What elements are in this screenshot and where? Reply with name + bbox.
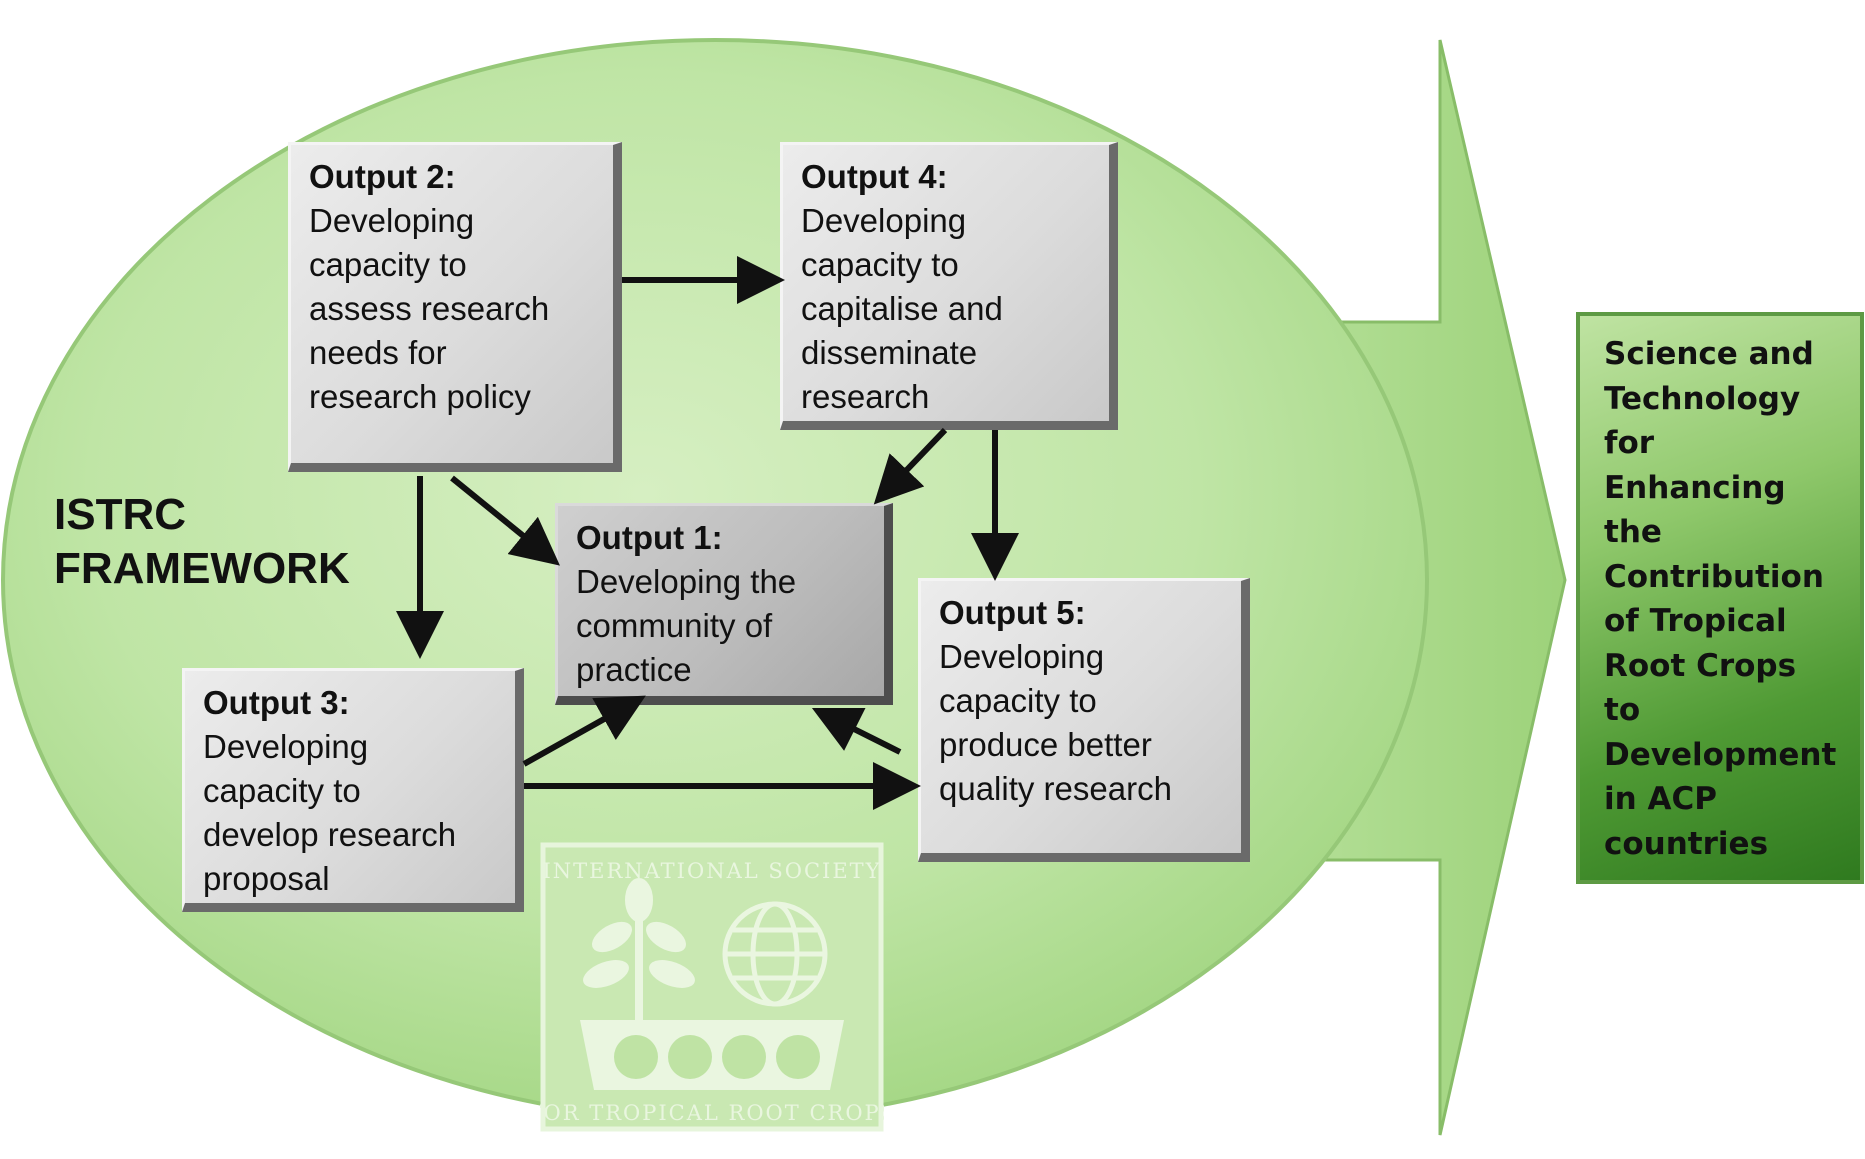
svg-text:FOR TROPICAL ROOT CROPS: FOR TROPICAL ROOT CROPS [540,1101,884,1125]
globe-icon [722,901,828,1007]
output-5-text: Developing capacity to produce better qu… [939,638,1172,807]
framework-label-line1: ISTRC [54,490,186,539]
svg-text:INTERNATIONAL SOCIETY: INTERNATIONAL SOCIETY [542,859,881,883]
output-3-box: Output 3: Developing capacity to develop… [182,668,524,912]
output-3-heading: Output 3: [203,684,350,721]
output-1-text: Developing the community of practice [576,563,797,688]
framework-label: ISTRC FRAMEWORK [54,488,350,596]
output-2-heading: Output 2: [309,158,456,195]
framework-label-line2: FRAMEWORK [54,544,350,593]
istrc-logo: INTERNATIONAL SOCIETY FOR TROPICAL ROOT … [540,842,884,1132]
output-4-box: Output 4: Developing capacity to capital… [780,142,1118,430]
output-5-heading: Output 5: [939,594,1086,631]
output-2-box: Output 2: Developing capacity to assess … [288,142,622,472]
goal-box: Science and Technology for Enhancing the… [1576,312,1864,884]
output-4-text: Developing capacity to capitalise and di… [801,202,1003,415]
roots-icon [580,1020,844,1090]
output-1-box: Output 1: Developing the community of pr… [555,503,893,705]
plant-icon [583,878,695,1022]
output-3-text: Developing capacity to develop research … [203,728,457,897]
output-5-box: Output 5: Developing capacity to produce… [918,578,1250,862]
output-1-heading: Output 1: [576,519,723,556]
output-4-heading: Output 4: [801,158,948,195]
output-2-text: Developing capacity to assess research n… [309,202,550,415]
